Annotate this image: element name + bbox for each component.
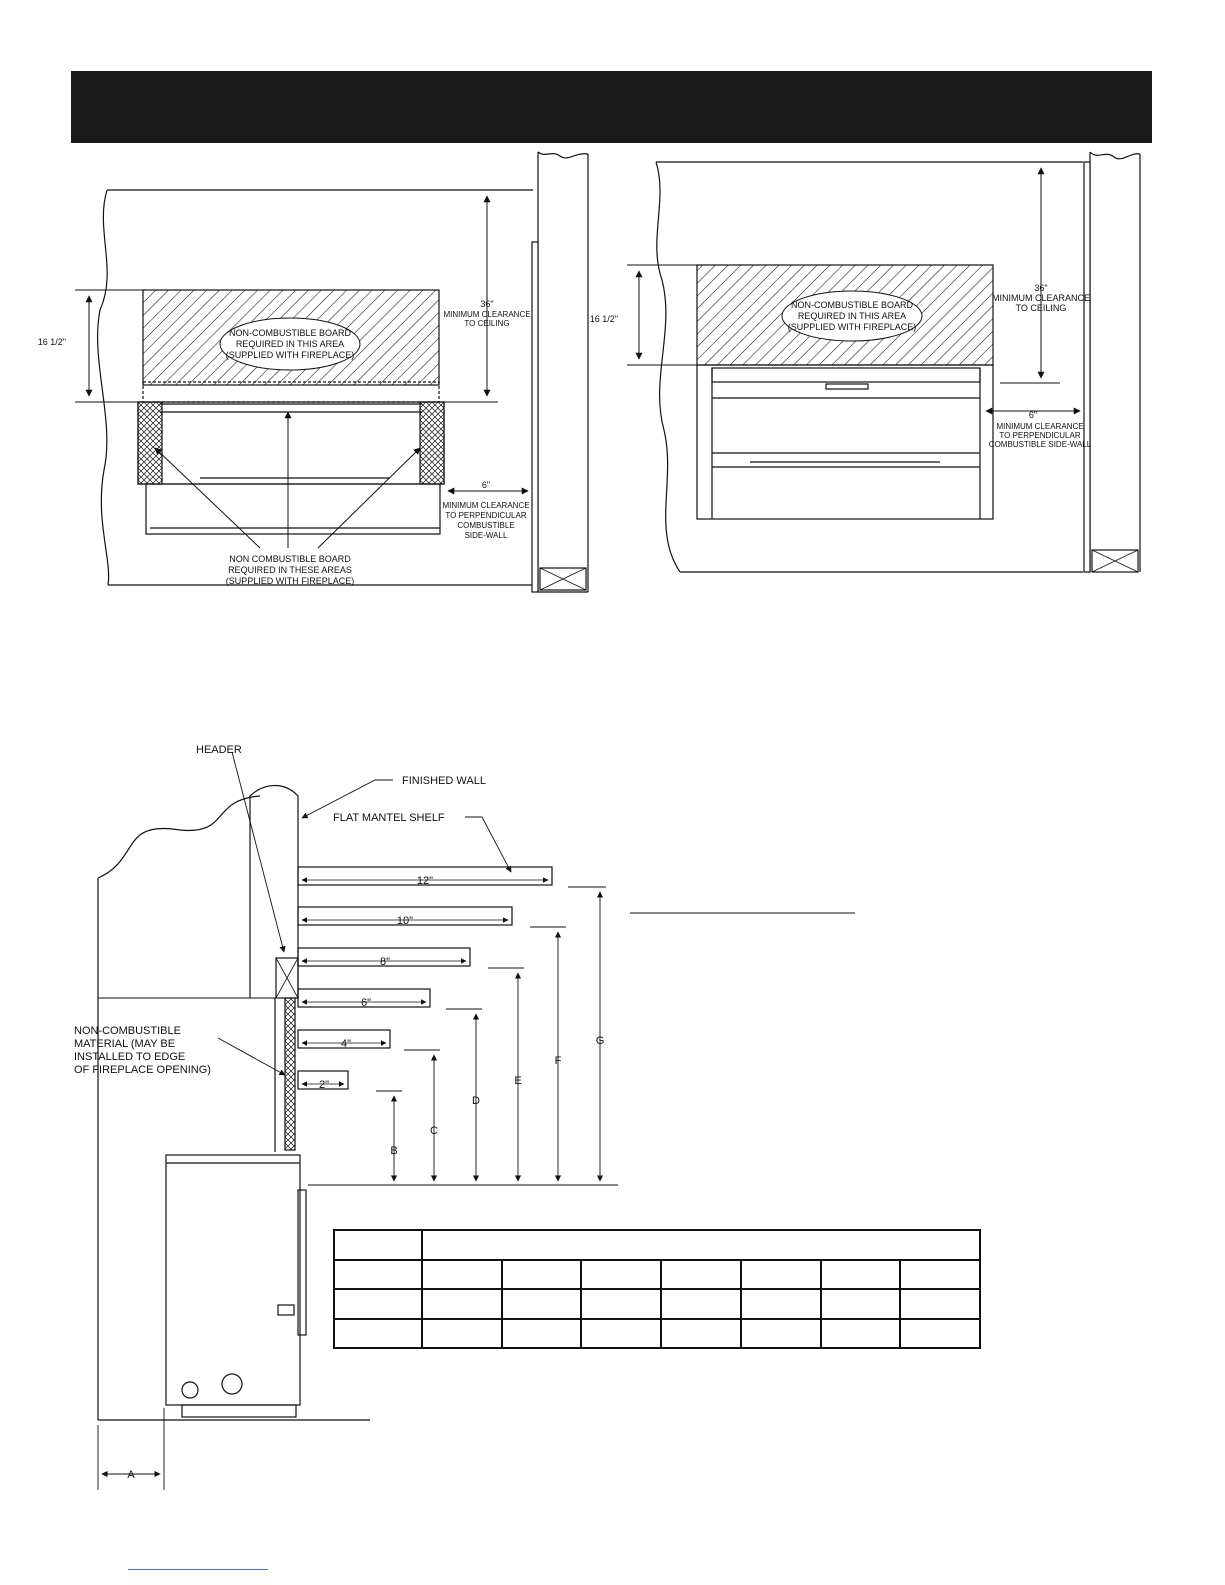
left-sidewall-line3: COMBUSTIBLE bbox=[457, 521, 514, 530]
left-dim-16-5: 16 1/2" bbox=[38, 337, 66, 347]
table-cell bbox=[739, 1317, 822, 1349]
table-cell bbox=[580, 1258, 663, 1290]
noncombustible-line2: MATERIAL (MAY BE bbox=[74, 1038, 175, 1050]
left-ceiling-clearance-line2: TO CEILING bbox=[464, 319, 509, 328]
shelf-depth-10: 10" bbox=[397, 915, 413, 927]
left-dim-6: 6" bbox=[482, 480, 490, 490]
right-ceiling-clearance-line1: MINIMUM CLEARANCE bbox=[992, 293, 1090, 303]
table-cell bbox=[333, 1258, 423, 1290]
noncombustible-line1: NON-COMBUSTIBLE bbox=[74, 1025, 181, 1037]
dim-g: G bbox=[596, 1035, 605, 1047]
right-board-note-line1: NON-COMBUSTIBLE BOARD bbox=[791, 300, 914, 310]
shelf-depth-12: 12" bbox=[417, 875, 433, 887]
dim-c: C bbox=[430, 1125, 438, 1137]
right-dim-16-5: 16 1/2" bbox=[590, 314, 618, 324]
right-dim-6: 6" bbox=[1029, 410, 1037, 420]
table-row bbox=[333, 1288, 981, 1320]
table-cell bbox=[500, 1317, 583, 1349]
mantel-clearance-table bbox=[333, 1229, 981, 1349]
right-sidewall-line2: TO PERPENDICULAR bbox=[999, 431, 1080, 440]
right-ceiling-clearance-line2: TO CEILING bbox=[1016, 303, 1067, 313]
table-cell bbox=[333, 1288, 423, 1320]
table-cell bbox=[739, 1258, 822, 1290]
left-board-note-line2: REQUIRED IN THIS AREA bbox=[236, 339, 344, 349]
table-cell bbox=[899, 1288, 981, 1320]
left-dim-36: 36" bbox=[480, 299, 493, 309]
left-board-areas-line2: REQUIRED IN THESE AREAS bbox=[228, 565, 352, 575]
left-sidewall-line2: TO PERPENDICULAR bbox=[445, 511, 526, 520]
left-board-note-line1: NON-COMBUSTIBLE BOARD bbox=[229, 328, 352, 338]
shelf-depth-8: 8" bbox=[380, 956, 390, 968]
table-cell bbox=[819, 1258, 902, 1290]
table-cell bbox=[660, 1258, 742, 1290]
footer-link[interactable] bbox=[128, 1569, 268, 1570]
table-row bbox=[333, 1317, 981, 1349]
noncombustible-line4: OF FIREPLACE OPENING) bbox=[74, 1064, 211, 1076]
left-board-areas-line1: NON COMBUSTIBLE BOARD bbox=[229, 554, 351, 564]
right-dim-36: 36" bbox=[1034, 283, 1047, 293]
left-sidewall-line1: MINIMUM CLEARANCE bbox=[442, 501, 529, 510]
right-board-note-line2: REQUIRED IN THIS AREA bbox=[798, 311, 906, 321]
dim-a: A bbox=[127, 1469, 135, 1481]
header-label: HEADER bbox=[196, 744, 242, 756]
dim-d: D bbox=[472, 1095, 480, 1107]
table-cell bbox=[421, 1288, 503, 1320]
dim-b: B bbox=[390, 1145, 397, 1157]
table-cell bbox=[421, 1317, 503, 1349]
front-view-right bbox=[627, 151, 1141, 573]
table-cell bbox=[421, 1229, 981, 1261]
table-cell bbox=[333, 1317, 423, 1349]
front-view-left bbox=[75, 151, 589, 593]
table-cell bbox=[819, 1317, 902, 1349]
mantel-shelf-label: FLAT MANTEL SHELF bbox=[333, 812, 445, 824]
table-row bbox=[333, 1229, 981, 1261]
table-cell bbox=[500, 1288, 583, 1320]
table-cell bbox=[660, 1317, 742, 1349]
shelf-depth-6: 6" bbox=[361, 997, 371, 1009]
left-sidewall-line4: SIDE-WALL bbox=[465, 531, 508, 540]
right-sidewall-line1: MINIMUM CLEARANCE bbox=[996, 422, 1083, 431]
table-cell bbox=[333, 1229, 423, 1261]
dim-e: E bbox=[514, 1075, 521, 1087]
table-cell bbox=[899, 1258, 981, 1290]
shelf-depth-4: 4" bbox=[341, 1038, 351, 1050]
finished-wall-label: FINISHED WALL bbox=[402, 775, 486, 787]
left-ceiling-clearance-line1: MINIMUM CLEARANCE bbox=[443, 310, 530, 319]
side-view-mantel bbox=[97, 751, 855, 1490]
right-sidewall-line3: COMBUSTIBLE SIDE-WALL bbox=[989, 440, 1092, 449]
noncombustible-line3: INSTALLED TO EDGE bbox=[74, 1051, 185, 1063]
table-cell bbox=[819, 1288, 902, 1320]
table-cell bbox=[500, 1258, 583, 1290]
table-cell bbox=[739, 1288, 822, 1320]
section-header-banner bbox=[71, 71, 1152, 143]
table-cell bbox=[580, 1288, 663, 1320]
dim-f: F bbox=[555, 1055, 562, 1067]
table-cell bbox=[580, 1317, 663, 1349]
shelf-depth-2: 2" bbox=[319, 1079, 329, 1091]
table-cell bbox=[899, 1317, 981, 1349]
left-board-note-line3: (SUPPLIED WITH FIREPLACE) bbox=[226, 350, 355, 360]
table-row bbox=[333, 1258, 981, 1290]
right-board-note-line3: (SUPPLIED WITH FIREPLACE) bbox=[788, 322, 917, 332]
table-cell bbox=[421, 1258, 503, 1290]
left-board-areas-line3: (SUPPLIED WITH FIREPLACE) bbox=[226, 576, 355, 586]
table-cell bbox=[660, 1288, 742, 1320]
